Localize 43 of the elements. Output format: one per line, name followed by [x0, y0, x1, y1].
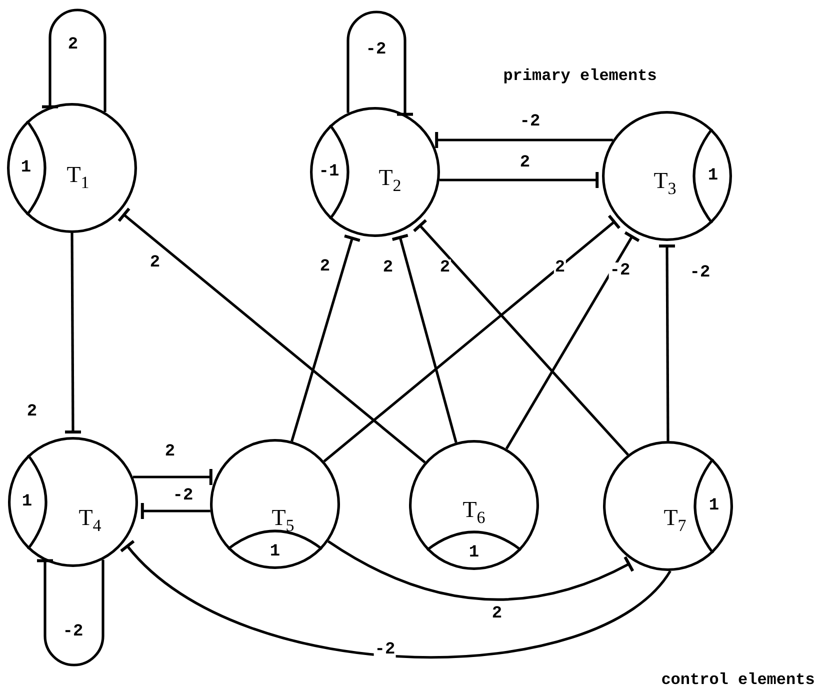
element-label: T$_{5}$: [272, 506, 294, 534]
element-circle: [603, 441, 733, 571]
element-circle: [602, 111, 732, 241]
element-label: T$_{6}$: [462, 498, 486, 526]
group-label: control elements: [661, 672, 815, 688]
edge-label: 2: [554, 260, 566, 276]
element-circle: [310, 107, 440, 237]
element-circle: [7, 103, 137, 233]
inhibition-connector: [117, 207, 426, 464]
segment-value: 1: [708, 498, 720, 514]
element-label: T$_{3}$: [654, 169, 676, 197]
segment-value: -1: [318, 164, 340, 180]
element-circle: [210, 439, 340, 569]
inhibition-connector: [658, 244, 676, 441]
element-circle: [8, 437, 138, 567]
segment-value: 1: [22, 494, 32, 510]
inhibition-connector: [346, 10, 414, 116]
inhibition-connector: [323, 214, 621, 462]
inhibition-connector: [40, 8, 106, 112]
segment-value: 1: [708, 168, 718, 184]
element-label: T$_{2}$: [378, 166, 402, 194]
inhibition-connector: [120, 538, 672, 658]
inhibition-connector: [290, 234, 362, 442]
inhibition-connector: [140, 502, 210, 520]
element-circle: [409, 440, 539, 570]
inhibition-connector: [505, 231, 640, 450]
segment-value: 1: [270, 544, 280, 560]
edge-label: -2: [374, 642, 396, 658]
inhibition-connector: [390, 234, 458, 443]
element-label: T$_{1}$: [66, 163, 90, 191]
inhibition-connector: [440, 170, 599, 190]
element-label: T$_{7}$: [664, 506, 686, 534]
element-label: T$_{4}$: [78, 506, 102, 534]
inhibition-connector: [435, 130, 613, 150]
segment-value: 1: [468, 544, 480, 562]
inhibition-connector: [412, 218, 629, 456]
inhibition-connector: [36, 559, 104, 666]
inhibition-connector: [328, 540, 634, 601]
group-label: primary elements: [503, 68, 657, 84]
inhibition-connector: [64, 233, 82, 434]
edge-label: -2: [608, 262, 632, 280]
inhibition-connector: [133, 468, 212, 486]
segment-value: 1: [20, 160, 32, 176]
